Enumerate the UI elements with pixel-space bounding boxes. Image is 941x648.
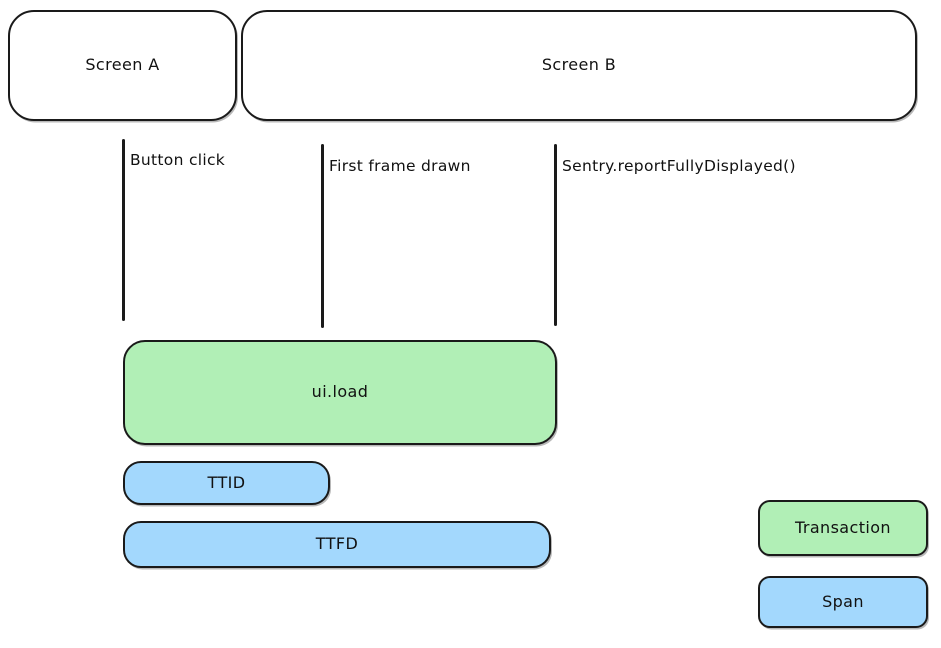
screen-a-label: Screen A	[85, 55, 160, 75]
marker-label-button-click: Button click	[130, 151, 226, 169]
bar-ttid[interactable]: TTID	[123, 461, 330, 505]
legend-transaction-label: Transaction	[795, 517, 891, 537]
legend-span-label: Span	[822, 591, 864, 611]
marker-label-report-fully-displayed: Sentry.reportFullyDisplayed()	[562, 157, 796, 175]
marker-label-first-frame-drawn: First frame drawn	[329, 157, 471, 175]
bar-ui-load[interactable]: ui.load	[123, 340, 557, 445]
marker-line-report-fully-displayed	[554, 144, 557, 326]
legend-span[interactable]: Span	[758, 576, 928, 628]
bar-ui-load-label: ui.load	[311, 382, 369, 402]
bar-ttfd-label: TTFD	[315, 534, 359, 554]
screen-b-label: Screen B	[541, 55, 617, 75]
screen-b-box[interactable]: Screen B	[241, 10, 917, 121]
bar-ttid-label: TTID	[207, 472, 246, 492]
marker-line-first-frame-drawn	[321, 144, 324, 328]
bar-ttfd[interactable]: TTFD	[123, 521, 551, 568]
marker-line-button-click	[122, 139, 125, 321]
screen-a-box[interactable]: Screen A	[8, 10, 237, 121]
legend-transaction[interactable]: Transaction	[758, 500, 928, 556]
